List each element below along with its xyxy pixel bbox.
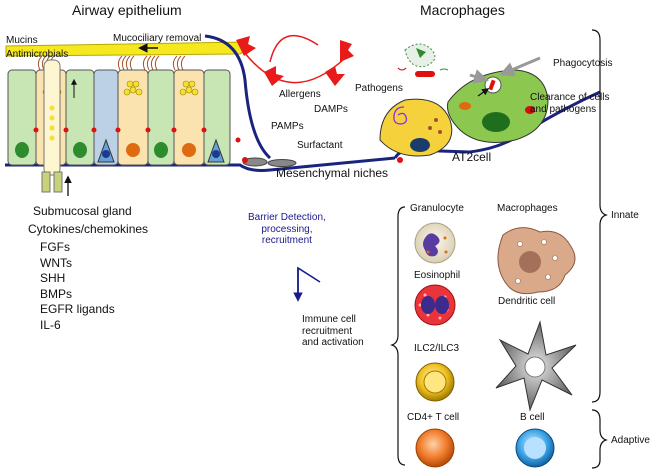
innate-bracket [591,29,608,403]
alveolar-illustration [242,43,601,163]
allergen-arrowhead [340,40,354,62]
label-damps: DAMPs [314,104,348,115]
label-submucosal-gland: Submucosal gland [33,204,132,218]
cytokine-list: FGFs WNTs SHH BMPs EGFR ligands IL-6 [40,240,115,333]
immune-bracket [390,206,406,466]
eosinophil-cell [414,284,456,326]
label-phagocytosis: Phagocytosis [553,58,613,69]
gland-base [53,171,63,193]
label-at2-cell: AT2cell [452,150,492,164]
label-cytokines-title: Cytokines/chemokines [28,222,149,236]
label-pamps: PAMPs [271,121,304,132]
label-b-cell: B cell [520,412,545,423]
label-innate: Innate [611,210,639,221]
at2-nucleus [410,138,430,152]
label-adaptive: Adaptive [611,435,650,446]
cytokine-item: WNTs [40,255,72,270]
label-granulocyte: Granulocyte [410,203,464,214]
header-airway-epithelium: Airway epithelium [72,2,182,18]
epithelial-cell [203,69,231,166]
allergen-arrowhead [325,66,345,86]
label-macrophages-immune: Macrophages [497,203,558,214]
granulocyte-cell [414,222,456,264]
header-macrophages: Macrophages [420,2,505,18]
macrophage-immune-cell [497,227,576,295]
b-cell [515,428,555,468]
airway-epithelium-illustration [5,34,396,196]
allergen-arrows [236,35,354,86]
macrophage-nucleus [482,112,510,132]
label-surfactant: Surfactant [297,140,343,151]
mesenchymal-cell [267,159,297,167]
at2-cell-body [379,98,453,157]
label-mucociliary-removal: Mucociliary removal [113,33,202,44]
label-clearance: Clearance of cells and pathogens [530,92,610,115]
duct-granules [49,105,55,141]
t-cell [415,428,455,468]
brackets [390,29,608,469]
label-allergens: Allergens [279,89,321,100]
label-dendritic-cell: Dendritic cell [498,296,556,307]
label-cd4-t-cell: CD4+ T cell [407,412,460,423]
allergen-arrowhead [236,36,256,56]
bacteria [415,71,435,77]
gland-base [41,171,51,193]
airway-membrane [204,34,272,160]
dendritic-cell [495,320,577,412]
adaptive-bracket [591,409,608,469]
label-immune-recruitment: Immune cell recruitment and activation [302,314,364,348]
label-mucins: Mucins [6,35,38,46]
lamellar-body [393,106,408,125]
label-eosinophil: Eosinophil [414,270,461,281]
cytokine-item: SHH [40,271,66,285]
cytokine-item: BMPs [40,286,73,301]
ilc-cell [415,362,455,402]
label-barrier-detection: Barrier Detection, processing, recruitme… [248,212,326,246]
label-antimicrobials: Antimicrobials [6,49,69,60]
tight-junctions [33,127,241,143]
label-pathogens: Pathogens [355,83,403,94]
cytokine-item: FGFs [40,240,70,254]
label-mesenchymal-niches: Mesenchymal niches [276,166,389,180]
barrier-arrow [293,266,321,302]
basement-membrane [5,156,396,172]
cytokine-item: EGFR ligands [40,302,115,316]
cilia [37,55,186,71]
label-ilc: ILC2/ILC3 [414,343,460,354]
cytokine-item: IL-6 [40,317,61,332]
allergen-arrowhead [264,66,284,86]
